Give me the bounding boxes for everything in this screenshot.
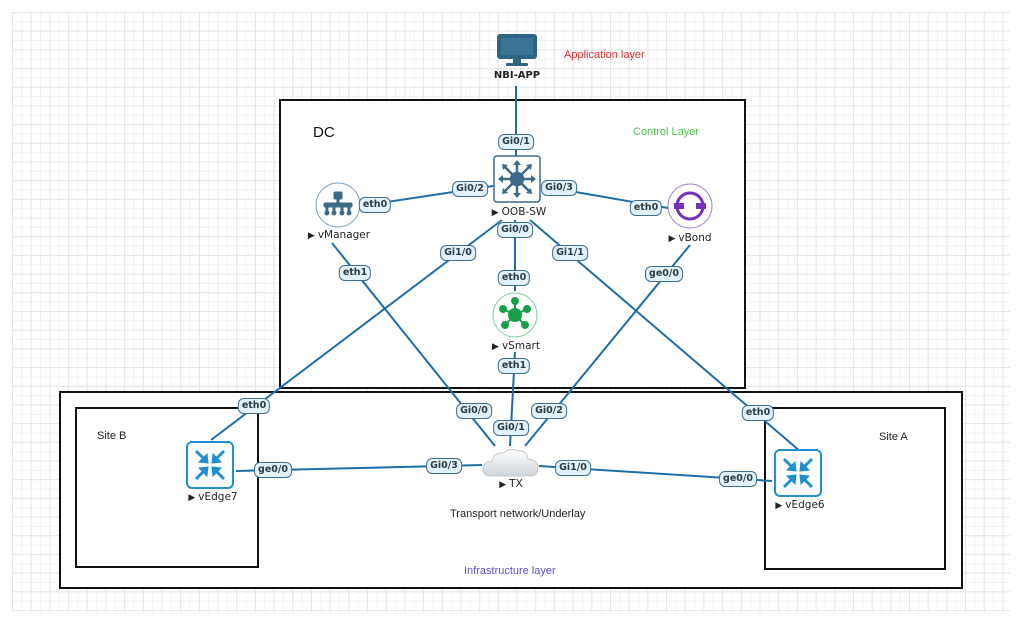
site-b-container	[75, 407, 259, 568]
port-vedge7-eth0[interactable]: eth0	[237, 398, 271, 414]
node-vbond[interactable]	[667, 183, 713, 229]
node-nbi-app-label: NBI-APP	[493, 70, 541, 81]
port-oob-sw-gi0-0[interactable]: Gi0/0	[497, 222, 533, 238]
transport-network-label: Transport network/Underlay	[450, 508, 586, 520]
port-tx-gi0-1[interactable]: Gi0/1	[493, 420, 529, 436]
node-vbond-label: ▶vBond	[668, 232, 712, 244]
orchestrator-icon	[667, 183, 713, 229]
port-tx-gi1-0[interactable]: Gi1/0	[555, 460, 591, 476]
expand-triangle-icon[interactable]: ▶	[492, 342, 499, 352]
router-icon	[774, 449, 822, 497]
port-vsmart-eth0[interactable]: eth0	[497, 270, 531, 286]
node-vsmart-label: ▶vSmart	[492, 340, 540, 352]
hub-icon	[492, 292, 538, 338]
node-nbi-app[interactable]	[494, 32, 540, 68]
node-vedge7-label: ▶vEdge7	[188, 491, 238, 503]
port-tx-gi0-2[interactable]: Gi0/2	[531, 403, 567, 419]
node-tx[interactable]	[481, 446, 541, 478]
node-tx-label: ▶TX	[499, 478, 523, 490]
port-tx-gi0-3[interactable]: Gi0/3	[426, 458, 462, 474]
node-oob-sw-label: ▶OOB-SW	[491, 206, 547, 218]
expand-triangle-icon[interactable]: ▶	[499, 480, 507, 490]
port-vmanager-eth1[interactable]: eth1	[338, 265, 372, 281]
monitor-icon	[497, 34, 537, 66]
port-vsmart-eth1[interactable]: eth1	[497, 358, 531, 374]
node-vedge7[interactable]	[186, 441, 234, 489]
node-vmanager-label: ▶vManager	[307, 229, 371, 241]
port-oob-sw-gi0-1[interactable]: Gi0/1	[498, 134, 534, 150]
port-oob-sw-gi0-2[interactable]: Gi0/2	[452, 181, 488, 197]
port-tx-gi0-0[interactable]: Gi0/0	[456, 403, 492, 419]
expand-triangle-icon[interactable]: ▶	[775, 501, 783, 511]
node-oob-sw[interactable]	[493, 155, 541, 203]
port-vbond-eth0[interactable]: eth0	[629, 200, 663, 216]
hierarchy-icon	[315, 182, 361, 228]
control-layer-label: Control Layer	[633, 126, 700, 138]
node-vedge6[interactable]	[774, 449, 822, 497]
node-vedge6-label: ▶vEdge6	[775, 499, 825, 511]
site-a-label: Site A	[879, 431, 908, 443]
port-vmanager-eth0[interactable]: eth0	[358, 197, 392, 213]
port-vedge7-ge0-0[interactable]: ge0/0	[254, 462, 292, 478]
infrastructure-layer-label: Infrastructure layer	[464, 565, 556, 577]
expand-triangle-icon[interactable]: ▶	[668, 234, 676, 244]
dc-label: DC	[313, 124, 335, 141]
switch-icon	[493, 155, 541, 203]
expand-triangle-icon[interactable]: ▶	[307, 231, 315, 241]
port-oob-sw-gi1-0[interactable]: Gi1/0	[440, 245, 476, 261]
expand-triangle-icon[interactable]: ▶	[491, 208, 499, 218]
port-vbond-ge0-0[interactable]: ge0/0	[645, 266, 683, 282]
application-layer-label: Application layer	[564, 49, 645, 61]
site-b-label: Site B	[97, 430, 127, 442]
node-vmanager[interactable]	[315, 182, 361, 228]
node-vsmart[interactable]	[492, 292, 538, 338]
port-vedge6-ge0-0[interactable]: ge0/0	[719, 471, 757, 487]
port-oob-sw-gi1-1[interactable]: Gi1/1	[552, 245, 588, 261]
port-vedge6-eth0[interactable]: eth0	[741, 405, 775, 421]
expand-triangle-icon[interactable]: ▶	[188, 493, 196, 503]
router-icon	[186, 441, 234, 489]
cloud-icon	[482, 448, 539, 477]
port-oob-sw-gi0-3[interactable]: Gi0/3	[541, 180, 577, 196]
